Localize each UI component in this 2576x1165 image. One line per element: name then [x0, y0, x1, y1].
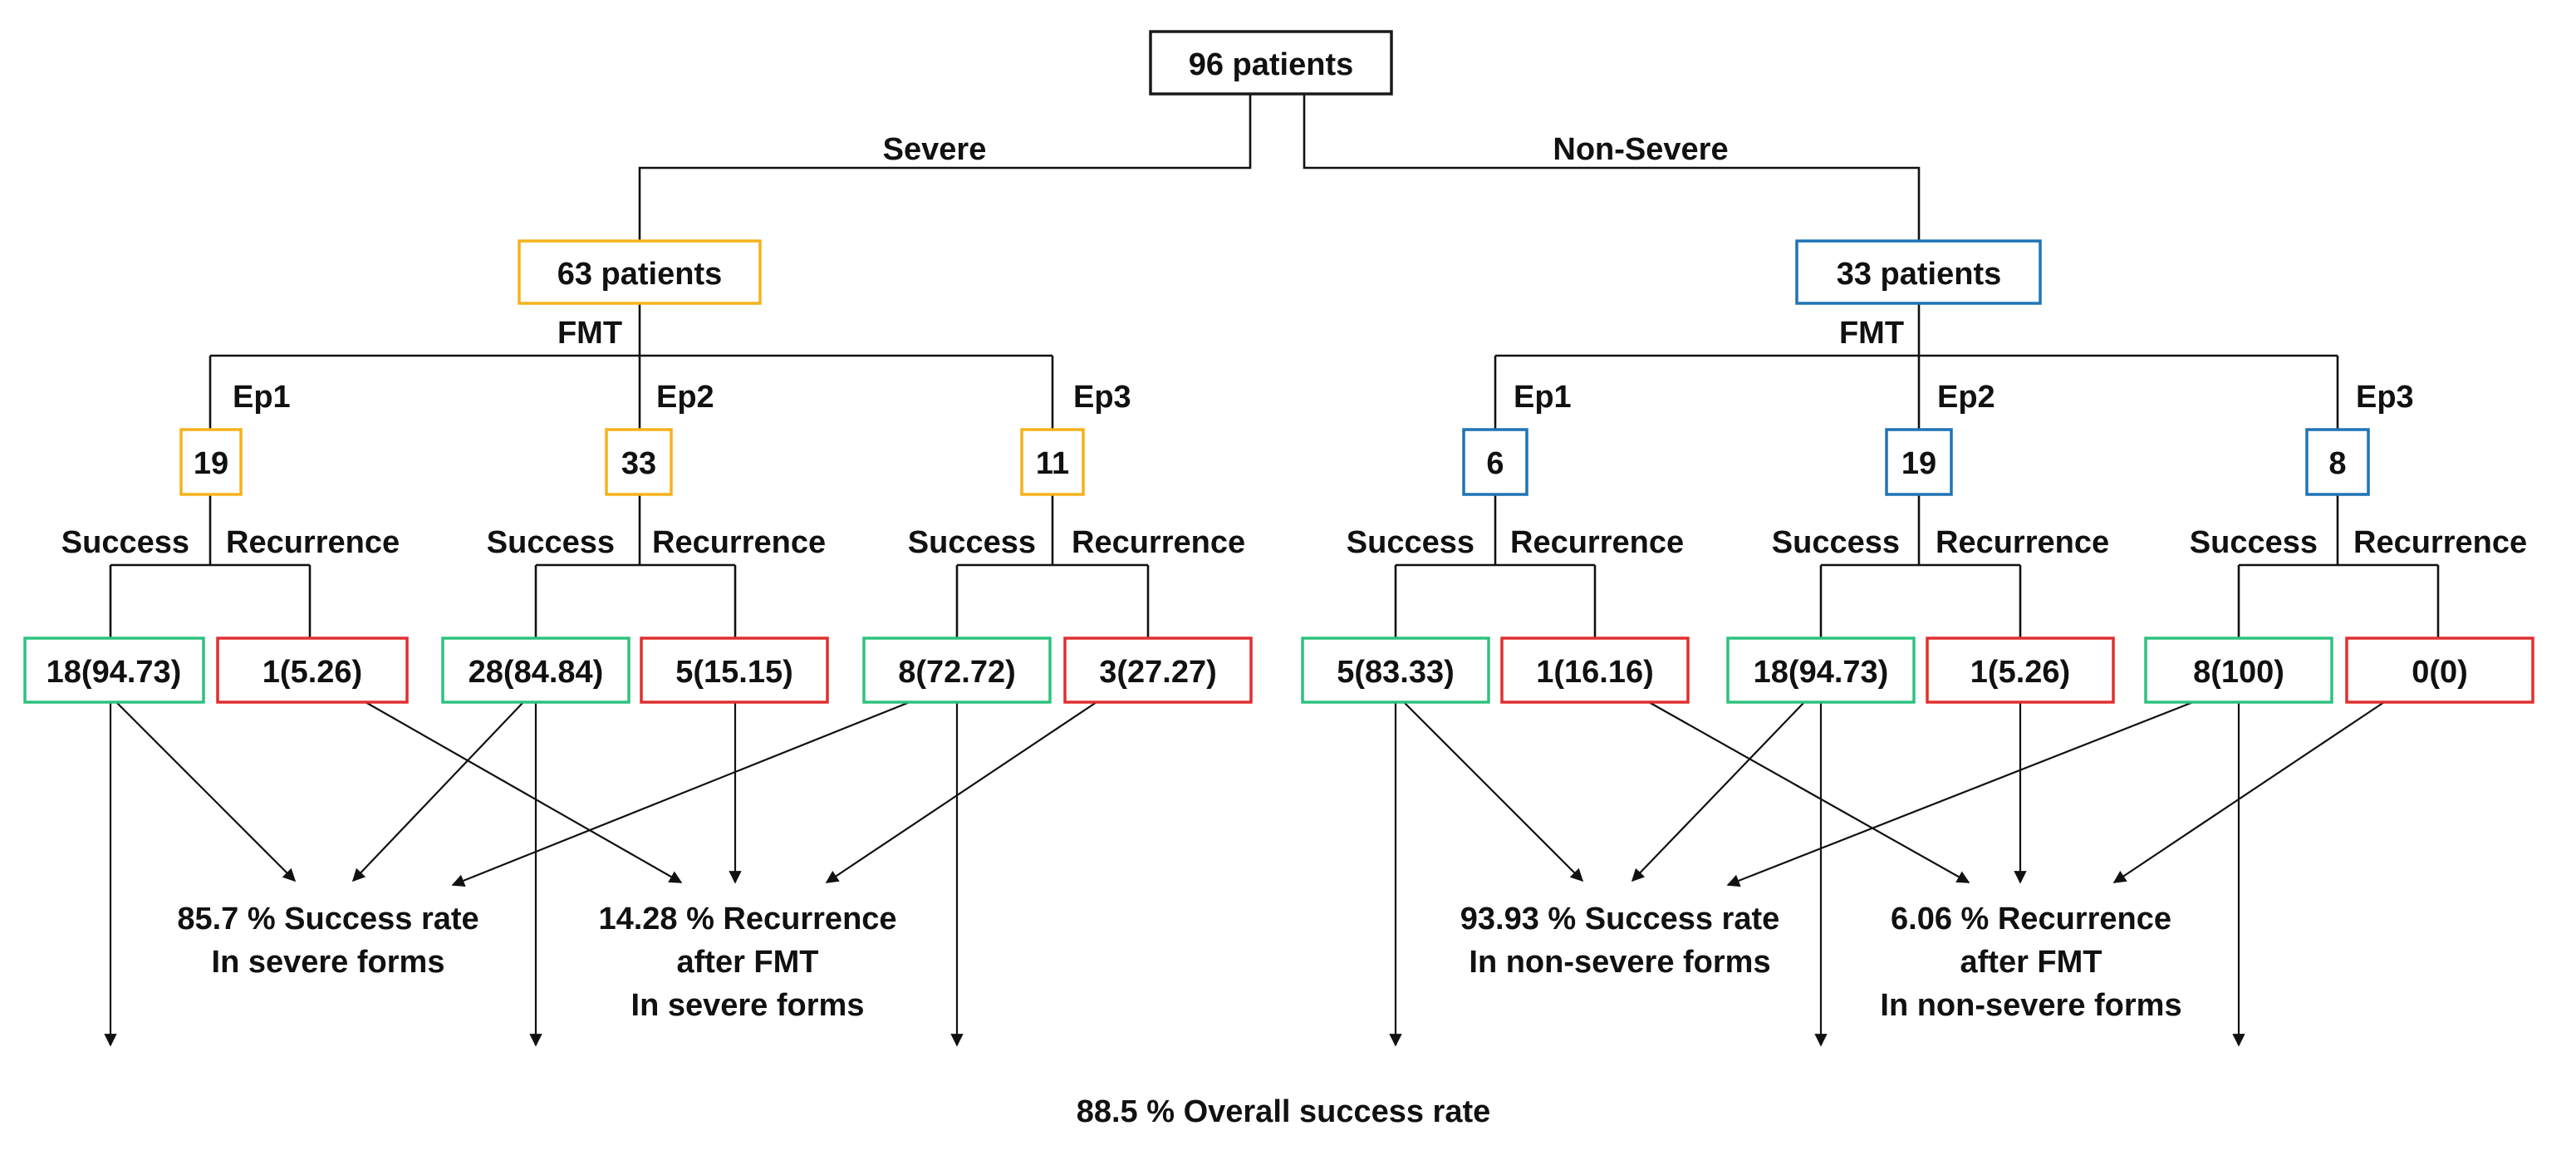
severe-success-summary-line2: In severe forms: [212, 945, 445, 980]
non-severe-ep3-recurrence-box: [2345, 637, 2534, 704]
severe-ep2-recurrence-label: Recurrence: [652, 525, 826, 560]
non-severe-tree-lines: [1394, 303, 2440, 638]
non-severe-ep2-recurrence-label: Recurrence: [1936, 525, 2109, 560]
non-severe-ep3-count-box: [2305, 428, 2370, 496]
non-severe-ep1-count: 6: [1486, 446, 1504, 481]
non-severe-ep3-label: Ep3: [2356, 380, 2414, 415]
severe-group: 63 patients FMT Ep1 Ep2 Ep3 19 33 11 Suc…: [23, 239, 1253, 1023]
severe-ep2-success-box: [441, 637, 631, 704]
non-severe-ep2-success-label: Success: [1772, 525, 1900, 560]
non-severe-fmt-label: FMT: [1839, 316, 1904, 351]
non-severe-branch-label: Non-Severe: [1553, 132, 1728, 167]
non-severe-ep2-count: 19: [1901, 446, 1936, 481]
non-severe-success-summary-line1: 93.93 % Success rate: [1460, 902, 1780, 936]
severe-ep2-success-value: 28(84.84): [469, 655, 604, 690]
severe-ep3-success-value: 8(72.72): [898, 655, 1016, 690]
severe-ep1-recurrence-label: Recurrence: [226, 525, 400, 560]
root-to-severe-line: [638, 94, 1252, 241]
arrow-sev-ep3-recurrence: [825, 701, 1097, 883]
severe-ep2-recurrence-value: 5(15.15): [675, 655, 793, 690]
arrow-ns-ep1-recurrence: [1648, 701, 1970, 883]
overall-success-rate: 88.5 % Overall success rate: [1077, 1094, 1491, 1129]
non-severe-ep1-success-label: Success: [1347, 525, 1474, 560]
non-severe-ep2-label: Ep2: [1937, 380, 1995, 415]
severe-ep1-success-label: Success: [61, 525, 189, 560]
arrow-ns-ep3-recurrence: [2112, 701, 2385, 883]
non-severe-ep3-success-box: [2144, 637, 2333, 704]
non-severe-ep2-success-box: [1726, 637, 1916, 704]
severe-ep3-success-box: [862, 637, 1052, 704]
non-severe-ep3-success-label: Success: [2190, 525, 2318, 560]
non-severe-patients-box: [1795, 239, 2042, 305]
arrow-ns-ep3-success: [1726, 700, 2194, 887]
severe-ep1-recurrence-value: 1(5.26): [263, 655, 362, 690]
severe-ep2-label: Ep2: [656, 380, 714, 415]
severe-ep3-recurrence-box: [1063, 637, 1253, 704]
root-box: [1149, 30, 1393, 96]
arrow-sev-ep1-recurrence: [365, 701, 683, 883]
severe-ep3-label: Ep3: [1073, 380, 1131, 415]
non-severe-ep3-recurrence-value: 0(0): [2412, 655, 2468, 690]
severe-ep1-recurrence-box: [216, 637, 409, 704]
severe-ep2-count-box: [605, 428, 673, 496]
arrow-sev-ep3-success: [451, 700, 910, 887]
severe-ep1-count: 19: [194, 446, 228, 481]
non-severe-ep2-recurrence-box: [1926, 637, 2115, 704]
non-severe-ep1-label: Ep1: [1514, 380, 1572, 415]
non-severe-ep2-success-value: 18(94.73): [1754, 655, 1889, 690]
non-severe-ep2-count-box: [1885, 428, 1953, 496]
severe-ep1-count-box: [179, 428, 243, 496]
non-severe-ep2-recurrence-value: 1(5.26): [1970, 655, 2070, 690]
non-severe-group: 33 patients FMT Ep1 Ep2 Ep3 6 19 8 Succe…: [1301, 239, 2534, 1023]
severe-ep3-recurrence-label: Recurrence: [1072, 525, 1245, 560]
tree-connectors: [109, 94, 2440, 638]
non-severe-ep1-recurrence-value: 1(16.16): [1536, 655, 1654, 690]
summary-arrows: [104, 700, 2385, 1047]
severe-branch-label: Severe: [883, 132, 987, 167]
non-severe-ep1-recurrence-label: Recurrence: [1510, 525, 1684, 560]
severe-patients-label: 63 patients: [557, 257, 723, 292]
severe-ep1-success-value: 18(94.73): [47, 655, 182, 690]
non-severe-ep3-recurrence-label: Recurrence: [2353, 525, 2527, 560]
root-to-non-severe-line: [1303, 94, 1921, 241]
severe-ep2-success-label: Success: [487, 525, 615, 560]
severe-recurrence-summary-line2: after FMT: [677, 945, 819, 980]
non-severe-recurrence-summary-line3: In non-severe forms: [1880, 988, 2181, 1023]
severe-tree-lines: [109, 303, 1150, 638]
non-severe-patients-label: 33 patients: [1837, 257, 2002, 292]
non-severe-ep1-count-box: [1462, 428, 1528, 496]
severe-ep3-success-label: Success: [908, 525, 1036, 560]
severe-recurrence-summary-line1: 14.28 % Recurrence: [598, 902, 896, 936]
arrow-ns-ep2-success: [1631, 701, 1805, 882]
severe-ep3-count: 11: [1036, 446, 1069, 481]
severe-ep3-recurrence-value: 3(27.27): [1099, 655, 1217, 690]
non-severe-ep1-recurrence-box: [1500, 637, 1690, 704]
severe-ep2-recurrence-box: [640, 637, 829, 704]
non-severe-ep3-success-value: 8(100): [2193, 655, 2284, 690]
root-node: 96 patients: [1149, 30, 1393, 96]
severe-fmt-label: FMT: [557, 316, 622, 351]
arrow-ns-ep1-success: [1403, 701, 1584, 882]
severe-ep3-count-box: [1020, 428, 1085, 496]
non-severe-recurrence-summary-line2: after FMT: [1960, 945, 2103, 980]
non-severe-recurrence-summary-line1: 6.06 % Recurrence: [1891, 902, 2171, 936]
non-severe-ep1-success-box: [1301, 637, 1490, 704]
severe-ep1-label: Ep1: [233, 380, 291, 415]
arrow-sev-ep2-success: [351, 701, 524, 882]
severe-recurrence-summary-line3: In severe forms: [631, 988, 865, 1023]
non-severe-success-summary-line2: In non-severe forms: [1469, 945, 1770, 980]
severe-patients-box: [518, 239, 762, 305]
non-severe-ep3-count: 8: [2328, 446, 2346, 481]
non-severe-ep1-success-value: 5(83.33): [1337, 655, 1455, 690]
root-label: 96 patients: [1189, 47, 1354, 82]
severe-ep2-count: 33: [621, 446, 656, 481]
arrow-sev-ep1-success: [115, 701, 297, 882]
severe-success-summary-line1: 85.7 % Success rate: [177, 902, 478, 936]
severe-ep1-success-box: [23, 637, 205, 704]
